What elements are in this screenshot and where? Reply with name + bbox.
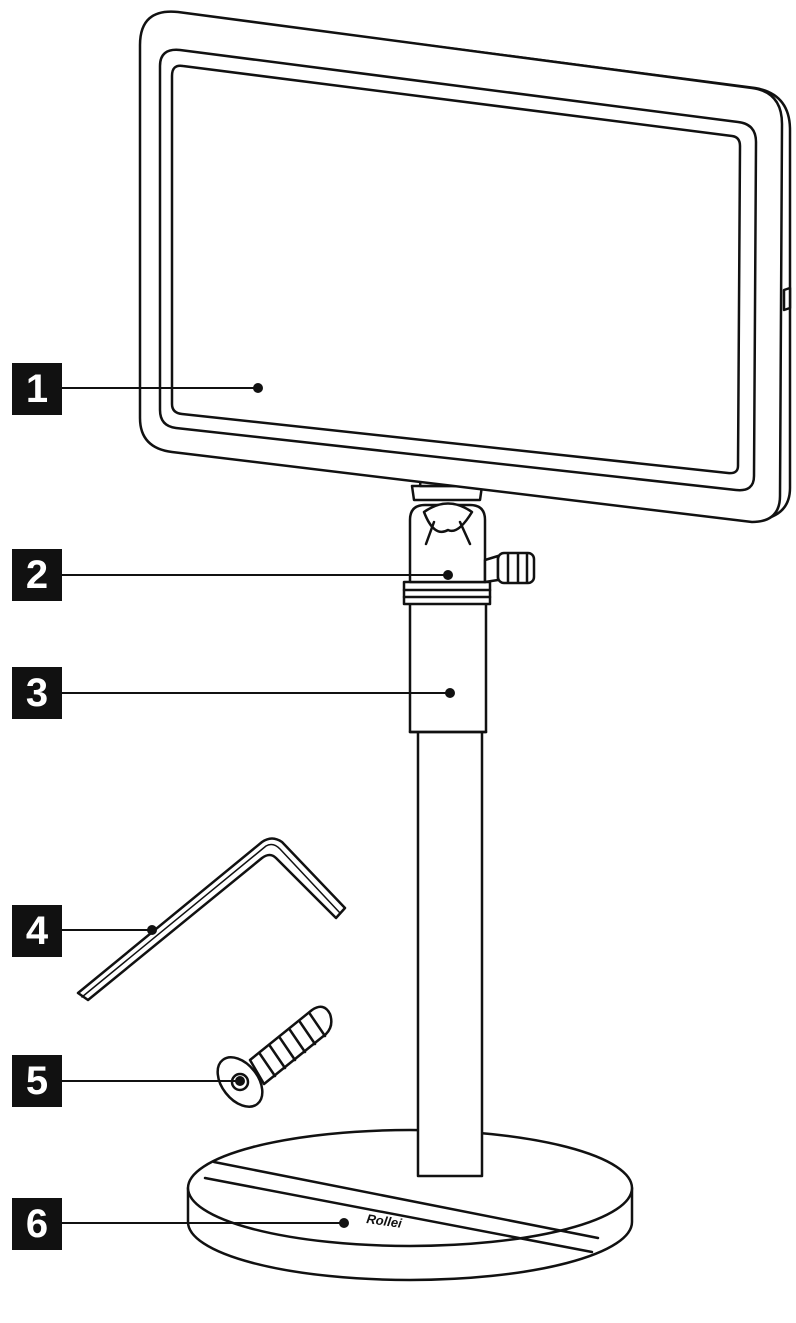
leader-lines bbox=[61, 387, 451, 1224]
leader-dot-4 bbox=[147, 925, 157, 935]
leader-dots bbox=[147, 383, 455, 1228]
pole bbox=[408, 600, 488, 1178]
screw bbox=[216, 1005, 333, 1108]
base-logo: Rollei bbox=[366, 1211, 404, 1231]
leader-dot-5 bbox=[235, 1076, 245, 1086]
hex-key bbox=[76, 837, 347, 1002]
leader-dot-2 bbox=[443, 570, 453, 580]
leader-dot-6 bbox=[339, 1218, 349, 1228]
callout-label-3: 3 bbox=[12, 667, 62, 719]
led-panel bbox=[138, 10, 792, 524]
callout-label-2: 2 bbox=[12, 549, 62, 601]
leader-dot-1 bbox=[253, 383, 263, 393]
callout-label-4: 4 bbox=[12, 905, 62, 957]
callout-label-5: 5 bbox=[12, 1055, 62, 1107]
callout-label-1: 1 bbox=[12, 363, 62, 415]
leader-dot-3 bbox=[445, 688, 455, 698]
callout-label-6: 6 bbox=[12, 1198, 62, 1250]
round-base: Rollei bbox=[186, 1128, 634, 1282]
